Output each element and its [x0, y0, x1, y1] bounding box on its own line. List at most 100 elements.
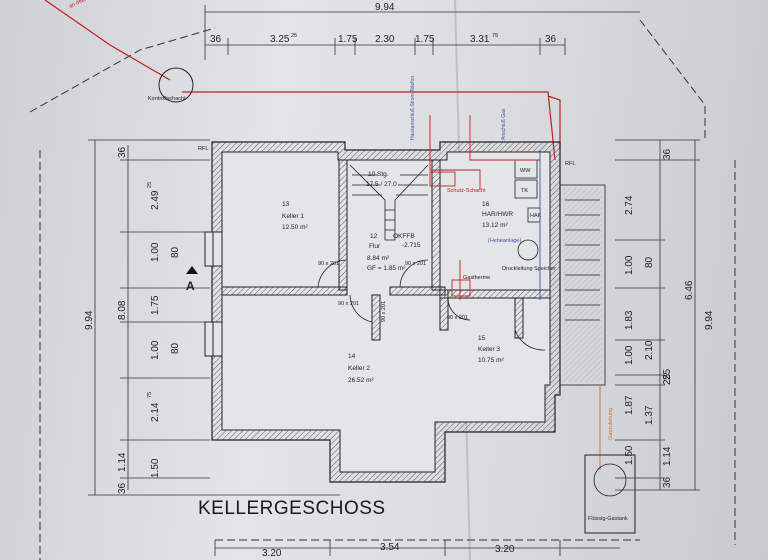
dims-left — [88, 139, 340, 496]
rfl-left-label: RFL — [198, 146, 208, 152]
door-label-1: 90 x 201 — [318, 261, 339, 267]
door-label-5: 90 x 201 — [447, 315, 468, 321]
drawing-title: KELLERGESCHOSS — [198, 498, 386, 519]
anschluss-gas-label: Anschluß Gas — [501, 108, 507, 140]
dim-bottom-c: 3.20 — [495, 544, 515, 555]
dims-top — [204, 5, 640, 60]
door-label-3: 90 x 201 — [338, 301, 359, 307]
room-keller2-name: Keller 2 — [348, 365, 370, 372]
dim-left-g: 1.50 — [150, 458, 161, 478]
dim-top-b-sup: 25 — [291, 33, 297, 39]
dim-top-f: 3.31 — [470, 34, 490, 45]
schutz-label: Schutz-Schacht — [447, 188, 486, 194]
dim-left-i: 36 — [117, 482, 128, 494]
dim-left-mid: 8.08 — [117, 300, 128, 320]
property-lines — [29, 19, 736, 560]
dim-top-c: 1.75 — [338, 34, 358, 45]
kontrollschacht-label: Kontrollschacht — [148, 96, 186, 102]
room-flur-area: 8.84 m² — [367, 255, 390, 262]
dim-right-f: 25 — [662, 373, 673, 385]
dim-top-f-sup: 75 — [492, 33, 498, 39]
room-har-hwr: 16 HAR/HWR 13.12 m² — [482, 201, 513, 229]
sewer-line — [44, 0, 561, 161]
room-keller2: 14 Keller 2 26.52 m² — [348, 353, 374, 384]
room-flur-extra: GF = 1.85 m² — [367, 265, 406, 272]
dim-right-k: 1.14 — [662, 446, 673, 466]
dim-bottom-a: 3.20 — [262, 548, 282, 559]
tk-label: TK — [521, 188, 528, 194]
room-keller2-no: 14 — [348, 353, 356, 360]
room-keller3-no: 15 — [478, 335, 486, 342]
room-keller1-no: 13 — [282, 201, 290, 208]
dim-top-e: 1.75 — [415, 34, 435, 45]
dim-right-g: 1.87 — [624, 395, 635, 415]
dims-right — [615, 139, 700, 491]
gastherme-label: Gastherme — [463, 275, 490, 281]
hausanschluss-label: Hausanschluß Strom Telefon — [410, 76, 416, 140]
exterior-stair — [559, 184, 606, 386]
dim-right-i: 25 — [662, 368, 673, 380]
dim-right-c2: 80 — [644, 256, 655, 268]
dim-right-e2: 2.10 — [644, 340, 655, 360]
dims-bottom — [214, 540, 620, 556]
staircase — [349, 164, 429, 241]
section-marker: A — [186, 266, 198, 293]
room-keller1: 13 Keller 1 12.50 m² — [282, 201, 308, 231]
room-har-name: HAR/HWR — [482, 211, 513, 218]
dim-right-b: 2.74 — [624, 195, 635, 215]
druckleitung-label: Druckleitung Speicher — [502, 266, 556, 272]
windows — [204, 231, 223, 357]
room-keller3-name: Keller 3 — [478, 346, 500, 353]
section-marker-label: A — [186, 279, 195, 293]
dim-left-b: 2.49 — [150, 190, 161, 210]
door-label-4: 90 x 201 — [381, 301, 387, 322]
building-walls — [211, 141, 561, 483]
dim-top-total: 9.94 — [375, 2, 395, 13]
room-flur-name: Flur — [369, 243, 381, 250]
dim-left-f-sup: 75 — [147, 392, 153, 398]
dim-right-c: 1.00 — [624, 255, 635, 275]
utility-equipment — [514, 159, 541, 261]
dim-left-d: 1.75 — [150, 295, 161, 315]
dim-left-c2: 80 — [170, 246, 181, 258]
dim-top-b: 3.25 — [270, 34, 290, 45]
gaszuleitung-label: Gaszuleitung — [608, 408, 614, 440]
dim-left-total: 9.94 — [84, 310, 95, 330]
okffb-value: -2.715 — [402, 242, 421, 249]
dim-left-f: 2.14 — [150, 402, 161, 422]
ww-label: WW — [520, 168, 531, 174]
stairs-count: 10 Stg. — [368, 171, 389, 178]
dim-left-e: 1.00 — [150, 340, 161, 360]
door-swings — [317, 259, 546, 351]
hak-label: HAK — [530, 213, 542, 219]
installation-lines — [429, 115, 601, 470]
dim-right-l: 36 — [662, 476, 673, 488]
room-stairs: 10 Stg. 17.5 / 27.0 — [366, 171, 397, 188]
rfl-right-label: RFL — [565, 161, 575, 167]
room-flur: 12 Flur 8.84 m² GF = 1.85 m² — [367, 233, 406, 272]
room-keller2-area: 26.52 m² — [348, 377, 374, 384]
dim-left-h: 1.14 — [117, 452, 128, 472]
dim-left-e2: 80 — [170, 342, 181, 354]
room-keller1-area: 12.50 m² — [282, 224, 308, 231]
gas-tank: Flüssig-Gastank — [584, 454, 636, 534]
dim-left-b-sup: 25 — [147, 182, 153, 188]
manhole-circle — [158, 67, 194, 103]
dim-left-a: 36 — [117, 146, 128, 158]
room-har-area: 13.12 m² — [482, 222, 508, 229]
interior-walls — [221, 159, 551, 341]
room-har-no: 16 — [482, 201, 490, 208]
dim-right-h: 1.37 — [644, 405, 655, 425]
dim-top-d: 2.30 — [375, 34, 395, 45]
room-flur-no: 12 — [370, 233, 378, 240]
dim-right-mid: 6.46 — [684, 280, 695, 300]
stairs-ratio: 17.5 / 27.0 — [366, 181, 397, 188]
gas-tank-label: Flüssig-Gastank — [588, 516, 628, 522]
dim-top-a: 36 — [210, 34, 222, 45]
dim-left-c: 1.00 — [150, 242, 161, 262]
dim-right-e: 1.00 — [624, 345, 635, 365]
door-label-2: 90 x 201 — [405, 261, 426, 267]
okffb-label: OKFFB — [393, 233, 415, 240]
